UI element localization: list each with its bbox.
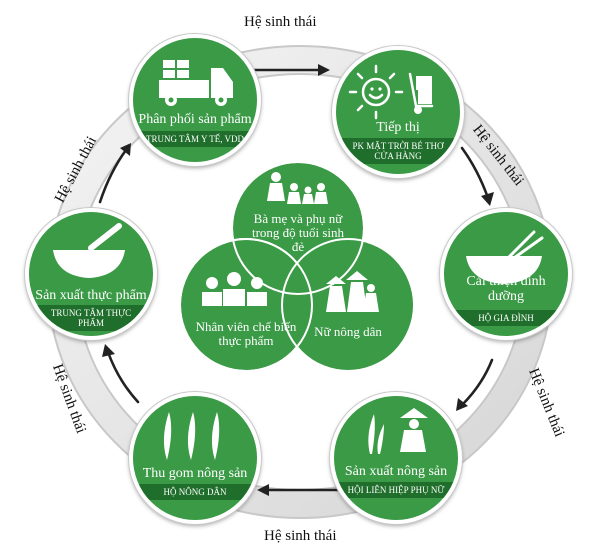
farmer-women-icon (326, 271, 379, 312)
node-band: HỘ GIA ĐÌNH (444, 310, 568, 326)
truck-icon (159, 60, 233, 106)
node-band: PK MẶT TRỜI BÉ THƠ CỬA HÀNG (336, 138, 460, 164)
node-tiep-thi: Tiếp thị PK MẶT TRỜI BÉ THƠ CỬA HÀNG (332, 46, 464, 178)
arrow-right (460, 358, 494, 407)
food-workers-icon (202, 272, 267, 306)
node-cai-thien-dinh-duong: Cải thiện dinh dưỡng HỘ GIA ĐÌNH (440, 208, 572, 340)
node-title: Thu gom nông sản (142, 466, 248, 481)
node-thu-gom-nong-san: Thu gom nông sản HỘ NÔNG DÂN (129, 392, 261, 524)
node-title: Tiếp thị (376, 120, 420, 135)
node-band: TRUNG TÂM Y TẾ, VDD (133, 131, 257, 147)
mother-children-icon (267, 172, 328, 204)
arrow-bottom-left (106, 350, 140, 404)
node-band: HỘI LIÊN HIỆP PHỤ NỮ (334, 482, 458, 498)
mortar-pestle-icon (53, 223, 125, 278)
node-san-xuat-nong-san: Sản xuất nông sản HỘI LIÊN HIỆP PHỤ NỮ (330, 392, 462, 524)
node-phan-phoi-san-pham: Phân phối sản phẩm TRUNG TÂM Y TẾ, VDD (129, 34, 261, 166)
arrow-left (98, 148, 128, 204)
node-title: Sản xuất thực phẩm (35, 288, 147, 303)
node-title: Cải thiện dinh dưỡng (466, 274, 546, 304)
ecosystem-label-top: Hệ sinh thái (244, 14, 317, 30)
node-band: HỘ NÔNG DÂN (133, 484, 257, 500)
venn-label-farmer-women: Nữ nông dân (314, 324, 382, 339)
bowl-icon (466, 230, 544, 284)
arrow-top-right (460, 146, 490, 200)
venn-label-food-workers: Nhân viên chế biến thực phẩm (195, 319, 297, 348)
node-san-xuat-thuc-pham: Sản xuất thực phẩm TRUNG TÂM THỰC PHẨM (25, 208, 157, 340)
venn-label-mothers: Bà mẹ và phụ nữ trong độ tuổi sinh đẻ (251, 211, 345, 254)
rice-plant-icon (163, 412, 220, 460)
sun-hand-truck-icon (348, 64, 434, 120)
node-title: Sản xuất nông sản (344, 464, 448, 479)
farmer-icon (368, 408, 428, 454)
ecosystem-label-bottom: Hệ sinh thái (264, 528, 337, 544)
node-band: TRUNG TÂM THỰC PHẨM (29, 305, 153, 331)
node-title: Phân phối sản phẩm (138, 112, 252, 127)
